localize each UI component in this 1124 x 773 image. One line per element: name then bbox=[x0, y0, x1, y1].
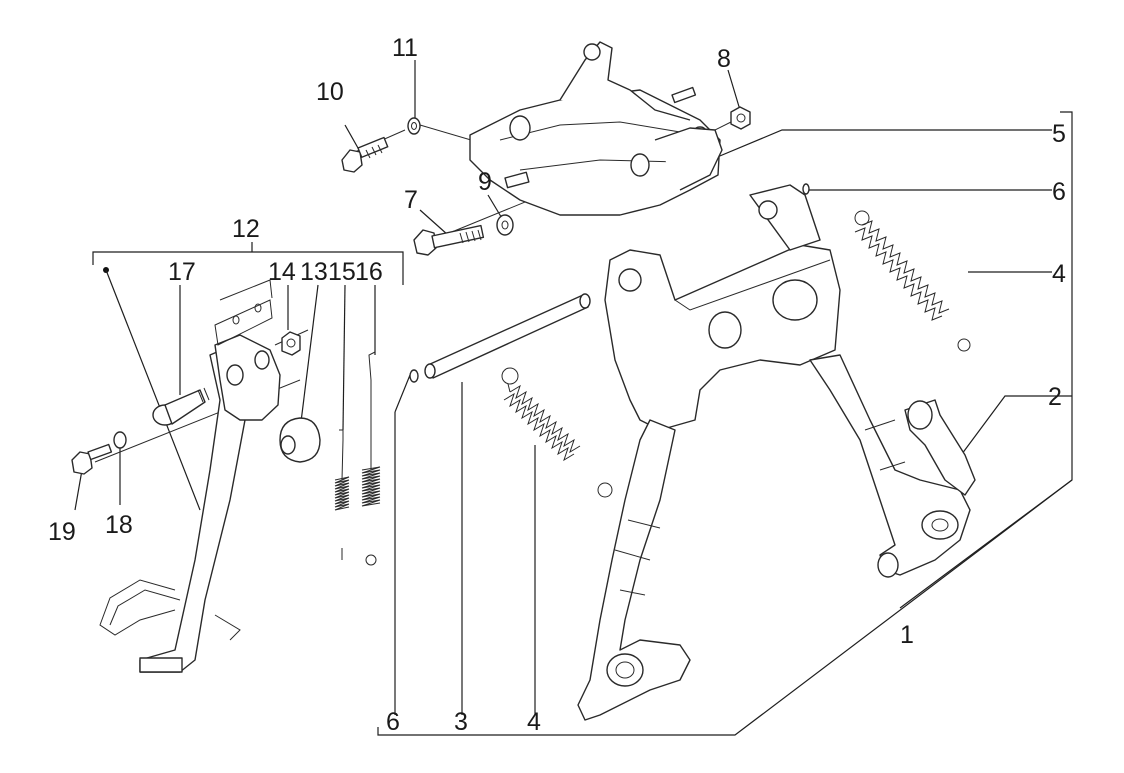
callout-5: 5 bbox=[1052, 120, 1066, 148]
callout-3: 3 bbox=[454, 708, 468, 736]
callout-9: 9 bbox=[478, 168, 492, 196]
side-stand-12 bbox=[99, 279, 281, 673]
washer-18 bbox=[113, 431, 127, 449]
callout-7: 7 bbox=[404, 186, 418, 214]
callout-19: 19 bbox=[48, 518, 76, 546]
callout-4-bottom: 4 bbox=[527, 708, 541, 736]
callout-16: 16 bbox=[355, 258, 383, 286]
spring-16 bbox=[361, 351, 381, 566]
callout-11: 11 bbox=[392, 34, 418, 62]
bracket-5 bbox=[469, 41, 723, 216]
callout-12: 12 bbox=[232, 215, 260, 243]
callout-labels: 1 2 3 4 4 5 6 6 7 8 9 10 11 12 13 14 15 … bbox=[48, 34, 1066, 736]
bolt-10 bbox=[341, 136, 389, 173]
washer-11 bbox=[407, 117, 421, 135]
circlip-6a bbox=[409, 369, 419, 383]
spring-4-center bbox=[501, 367, 613, 498]
pedal-2 bbox=[904, 399, 976, 496]
callout-10: 10 bbox=[316, 78, 344, 106]
spring-4-right bbox=[854, 210, 971, 352]
callout-8: 8 bbox=[717, 45, 731, 73]
callout-18: 18 bbox=[105, 511, 133, 539]
callout-4-right: 4 bbox=[1052, 260, 1066, 288]
spring-15 bbox=[334, 429, 350, 560]
bumper-13 bbox=[279, 417, 321, 463]
nut-8 bbox=[730, 106, 751, 130]
circlip-6b bbox=[802, 183, 810, 195]
nut-14 bbox=[281, 331, 301, 356]
callout-6-right: 6 bbox=[1052, 178, 1066, 206]
bolt-19 bbox=[71, 443, 113, 475]
callout-15: 15 bbox=[328, 258, 356, 286]
callout-13: 13 bbox=[300, 258, 328, 286]
callout-6-bottom: 6 bbox=[386, 708, 400, 736]
center-stand-1 bbox=[577, 184, 971, 721]
pin-3 bbox=[424, 293, 591, 379]
callout-2: 2 bbox=[1048, 383, 1062, 411]
washer-9 bbox=[496, 214, 514, 236]
bolt-7 bbox=[413, 224, 485, 256]
callout-14: 14 bbox=[268, 258, 296, 286]
bushing-17 bbox=[152, 387, 210, 426]
callout-1: 1 bbox=[900, 621, 914, 649]
callout-17: 17 bbox=[168, 258, 196, 286]
